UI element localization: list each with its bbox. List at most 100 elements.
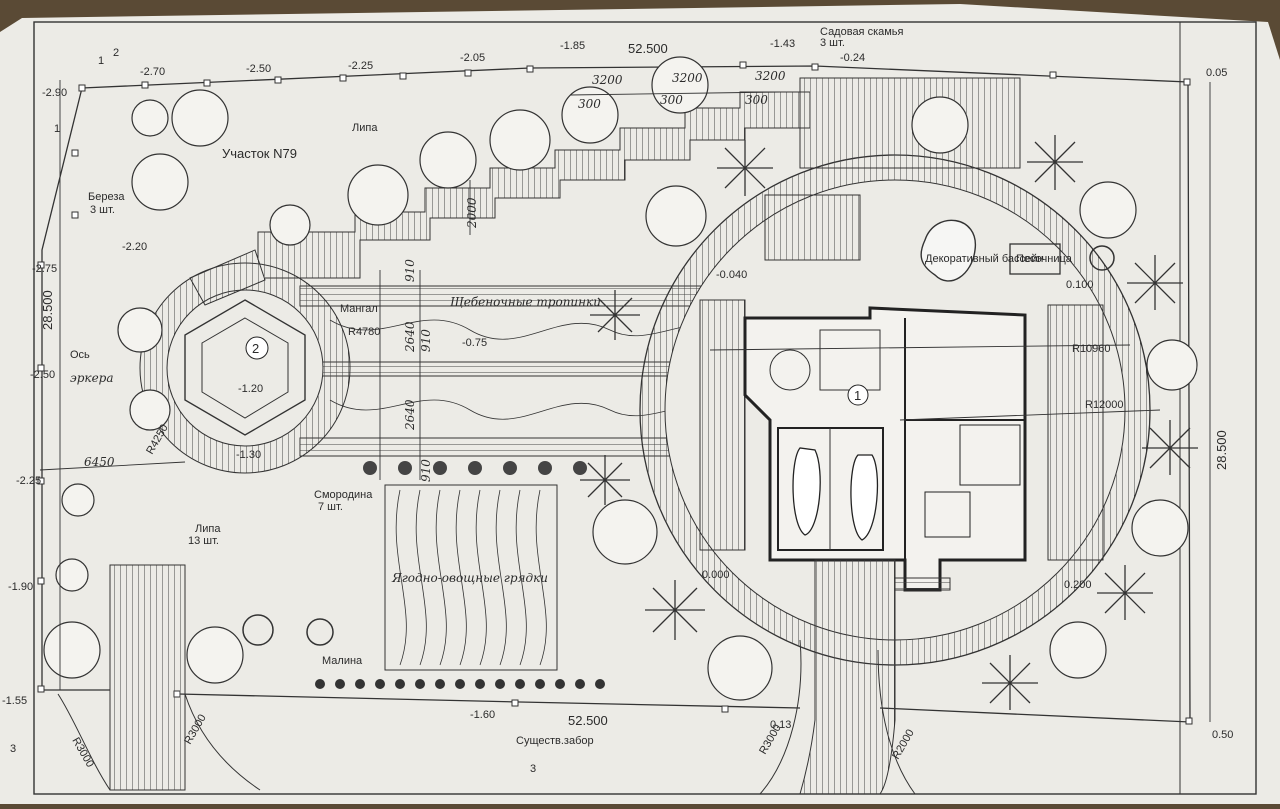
svg-text:6450: 6450	[84, 455, 115, 469]
left-lawn-strip	[699, 299, 746, 551]
svg-text:-2.50: -2.50	[30, 369, 55, 381]
gazebo-hexagon	[184, 299, 306, 436]
section-3-bottom: 3	[530, 763, 536, 775]
right-lawn-strip	[1047, 304, 1104, 561]
svg-text:0.50: 0.50	[1212, 729, 1233, 741]
entry-curve-right	[877, 649, 916, 795]
gazebo-marker: 2	[252, 341, 259, 356]
svg-text:0.200: 0.200	[1064, 579, 1092, 591]
svg-text:-1.43: -1.43	[770, 38, 795, 50]
top-dimension: 52.500	[628, 41, 668, 56]
walkway-curve-right	[184, 693, 261, 791]
bottom-dimension: 52.500	[568, 713, 608, 728]
svg-text:-2.75: -2.75	[32, 263, 57, 275]
svg-text:-1.20: -1.20	[238, 383, 263, 395]
label-erker: эркера	[70, 371, 114, 385]
svg-text:-0.040: -0.040	[716, 269, 747, 281]
radius-r10960: R10960	[1072, 343, 1111, 355]
elevation-marks: -2.90 -2.70 -2.50 -2.25 -2.05 -1.85 -1.4…	[2, 38, 1233, 741]
gazebo-stairs	[189, 249, 266, 306]
label-birch: Береза	[88, 191, 125, 203]
label-decorative-pool: Декоративный бассейн	[925, 253, 1043, 265]
label-linden-bottom-count: 13 шт.	[188, 535, 219, 547]
pergola	[764, 194, 861, 261]
svg-text:-0.75: -0.75	[462, 337, 487, 349]
berry-bed-rows	[395, 489, 547, 666]
walkway-curve-left	[57, 693, 111, 791]
radius-r4780: R4780	[348, 326, 380, 338]
svg-text:300: 300	[660, 93, 683, 107]
svg-text:-1.55: -1.55	[2, 695, 27, 707]
label-sandbox: Песочница	[1016, 253, 1073, 265]
gazebo-marker-circle	[245, 336, 269, 360]
sandbox	[1009, 243, 1061, 275]
svg-text:2640: 2640	[403, 399, 417, 431]
svg-text:-0.24: -0.24	[840, 52, 865, 64]
right-dimension: 28.500	[1214, 430, 1229, 470]
raspberry-row	[315, 679, 605, 689]
svg-text:-2.50: -2.50	[246, 63, 271, 75]
label-raspberry: Малина	[322, 655, 363, 667]
well-icon-3	[1089, 245, 1115, 271]
label-existing-fence: Существ.забор	[516, 735, 594, 747]
section-1-top: 1	[98, 55, 104, 67]
svg-text:-1.30: -1.30	[236, 449, 261, 461]
section-1-left: 1	[54, 123, 60, 135]
left-dimension: 28.500	[40, 290, 55, 330]
svg-text:0.13: 0.13	[770, 719, 791, 731]
label-gravel-paths: Щебеночные тропинки	[450, 295, 601, 309]
label-axis: Ось	[70, 349, 90, 361]
driveway	[799, 559, 896, 795]
entry-curve-left	[759, 639, 802, 795]
svg-text:910: 910	[419, 329, 433, 352]
left-walkway	[109, 564, 186, 791]
label-berry-beds: Ягодно-овощные грядки	[391, 571, 548, 585]
svg-text:3200: 3200	[592, 73, 623, 87]
svg-text:2000: 2000	[465, 197, 479, 229]
svg-text:300: 300	[578, 97, 601, 111]
label-garden-benches-count: 3 шт.	[820, 37, 845, 49]
label-birch-count: 3 шт.	[90, 204, 115, 216]
section-1-top-sup: 2	[113, 47, 119, 59]
house-marker: 1	[854, 388, 861, 403]
deciduous-trees	[43, 56, 1198, 701]
svg-text:300: 300	[745, 93, 768, 107]
svg-text:0.05: 0.05	[1206, 67, 1227, 79]
house-marker-circle	[847, 384, 869, 406]
well-icon-2	[306, 618, 334, 646]
berry-beds	[384, 484, 558, 671]
svg-text:-1.85: -1.85	[560, 40, 585, 52]
label-garden-benches: Садовая скамья	[820, 26, 904, 38]
dimension-lines	[39, 80, 1211, 722]
svg-text:0.100: 0.100	[1066, 279, 1094, 291]
house-plan	[743, 306, 1027, 592]
handwritten-dimensions: 3200 3200 3200 300 300 300 2000 910 2640…	[84, 69, 786, 482]
fence-posts	[37, 61, 1193, 725]
currant-row	[363, 461, 587, 475]
svg-text:3200: 3200	[755, 69, 786, 83]
svg-text:-2.25: -2.25	[348, 60, 373, 72]
section-3-left: 3	[10, 743, 16, 755]
svg-text:-2.25: -2.25	[16, 475, 41, 487]
svg-text:-2.05: -2.05	[460, 52, 485, 64]
svg-text:0.000: 0.000	[702, 569, 730, 581]
svg-text:-1.90: -1.90	[8, 581, 33, 593]
svg-text:-1.60: -1.60	[470, 709, 495, 721]
svg-text:-2.70: -2.70	[140, 66, 165, 78]
well-icon-1	[242, 614, 274, 646]
svg-text:910: 910	[419, 459, 433, 482]
garden-bench-zone	[799, 77, 1021, 169]
svg-text:-2.20: -2.20	[122, 241, 147, 253]
label-linden-bottom: Липа	[195, 523, 221, 535]
conifer-trees	[580, 135, 1198, 710]
radius-r12000: R12000	[1085, 399, 1124, 411]
drawing-frame	[33, 21, 1257, 795]
svg-text:-2.90: -2.90	[42, 87, 67, 99]
svg-text:3200: 3200	[672, 71, 703, 85]
gazebo-hexagon-inner	[201, 317, 289, 419]
svg-text:2640: 2640	[403, 321, 417, 353]
decorative-pool	[920, 219, 976, 282]
label-mangal: Мангал	[340, 303, 378, 315]
